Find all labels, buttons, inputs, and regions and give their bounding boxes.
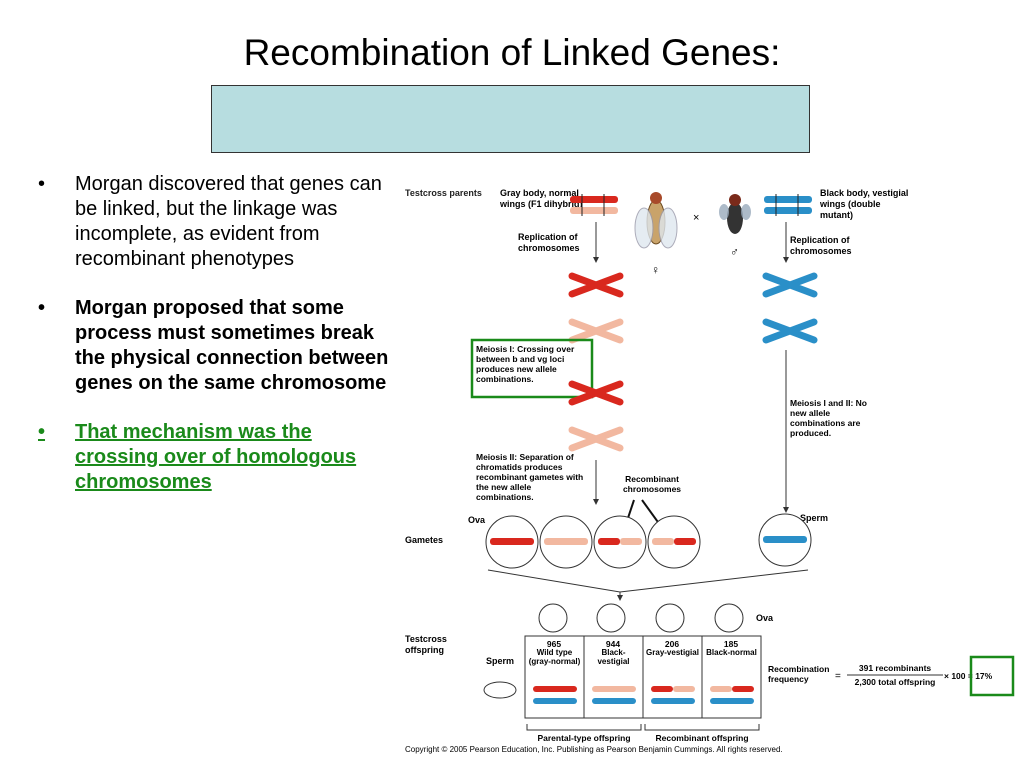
- male-symbol: ♂: [730, 245, 739, 259]
- parent-female-label: Gray body, normal wings (F1 dihybrid): [500, 188, 583, 209]
- meiosis1-highlight-box: [470, 338, 594, 399]
- cross-symbol: ×: [693, 212, 699, 224]
- title-highlight-box: [211, 85, 810, 153]
- fly-female-icon: [634, 192, 678, 249]
- recomb-denominator: 2,300 total offspring: [855, 677, 936, 687]
- offspring-ova-4: [714, 603, 744, 633]
- bullet-text: Morgan proposed that some process must s…: [75, 297, 389, 394]
- offspring-table: [524, 635, 762, 719]
- parent-male-label: Black body, vestigial wings (double muta…: [820, 188, 908, 220]
- bullet-text-link[interactable]: That mechanism was the crossing over of …: [75, 421, 357, 493]
- replication-label-left: Replication of chromosomes: [518, 232, 580, 253]
- copyright-text: Copyright © 2005 Pearson Education, Inc.…: [405, 745, 783, 754]
- replication-label-right: Replication of chromosomes: [790, 235, 852, 256]
- offspring-label-4: Black-normal: [706, 648, 757, 657]
- meiosis2-label: Meiosis II: Separation of chromatids pro…: [476, 452, 583, 502]
- slide-title: Recombination of Linked Genes:: [243, 32, 781, 73]
- bullet-dot: •: [38, 421, 46, 443]
- bullet-list: • Morgan discovered that genes can be li…: [38, 172, 398, 519]
- offspring-label-2: Black-vestigial: [597, 648, 629, 666]
- offspring-sperm-icon: [483, 681, 517, 699]
- fly-male-icon: [719, 194, 751, 234]
- gamete-ova-4: [647, 515, 701, 569]
- replicated-chromosome-pink: [568, 318, 624, 344]
- bullet-dot: •: [38, 173, 46, 195]
- replicated-chromosome-blue-2: [762, 318, 818, 344]
- gamete-sperm: [758, 513, 812, 567]
- sperm-label-offspring: Sperm: [486, 656, 514, 666]
- offspring-ova-2: [596, 603, 626, 633]
- offspring-label-1: Wild type (gray-normal): [529, 648, 581, 666]
- recombinant-offspring-label: Recombinant offspring: [655, 733, 748, 743]
- gametes-label: Gametes: [405, 535, 443, 545]
- sperm-label-gamete: Sperm: [800, 513, 828, 523]
- recomb-freq-label: Recombination frequency: [768, 664, 829, 684]
- bullet-item-3: • That mechanism was the crossing over o…: [38, 420, 398, 495]
- bullet-item-2: • Morgan proposed that some process must…: [38, 296, 398, 396]
- offspring-count-1: 965: [547, 639, 561, 649]
- recomb-numerator: 391 recombinants: [859, 663, 932, 673]
- offspring-count-4: 185: [724, 639, 738, 649]
- meiosis-male-label: Meiosis I and II: No new allele combinat…: [790, 398, 867, 438]
- offspring-count-2: 944: [606, 639, 620, 649]
- testcross-offspring-label: Testcross offspring: [405, 634, 447, 655]
- ova-label: Ova: [468, 515, 486, 525]
- crossover-chromosome-1: [568, 380, 624, 406]
- parent-female-chromosomes: [570, 194, 618, 216]
- ova-label-offspring: Ova: [756, 613, 774, 623]
- recombinant-chromosomes-label: Recombinant chromosomes: [623, 474, 681, 494]
- testcross-parents-label: Testcross parents: [405, 188, 482, 198]
- bullet-item-1: • Morgan discovered that genes can be li…: [38, 172, 398, 272]
- bullet-text: Morgan discovered that genes can be link…: [75, 173, 382, 270]
- recomb-result: × 100 = 17%: [944, 671, 993, 681]
- offspring-chromosomes: [533, 686, 754, 704]
- meiosis1-label: Meiosis I: Crossing over between b and v…: [476, 344, 574, 384]
- female-symbol: ♀: [651, 263, 660, 277]
- gamete-ova-3: [593, 515, 647, 569]
- crossover-chromosome-2: [568, 426, 624, 452]
- parent-male-chromosomes: [764, 194, 812, 216]
- offspring-ova-3: [655, 603, 685, 633]
- replicated-chromosome-red: [568, 272, 624, 298]
- result-highlight-box: [969, 655, 1015, 697]
- parental-type-label: Parental-type offspring: [537, 733, 630, 743]
- offspring-count-3: 206: [665, 639, 679, 649]
- replicated-chromosome-blue-1: [762, 272, 818, 298]
- offspring-label-3: Gray-vestigial: [646, 648, 699, 657]
- bullet-dot: •: [38, 297, 46, 319]
- equals-sign: =: [835, 671, 841, 682]
- gamete-ova-1: [485, 515, 539, 569]
- offspring-ova-1: [538, 603, 568, 633]
- gamete-ova-2: [539, 515, 593, 569]
